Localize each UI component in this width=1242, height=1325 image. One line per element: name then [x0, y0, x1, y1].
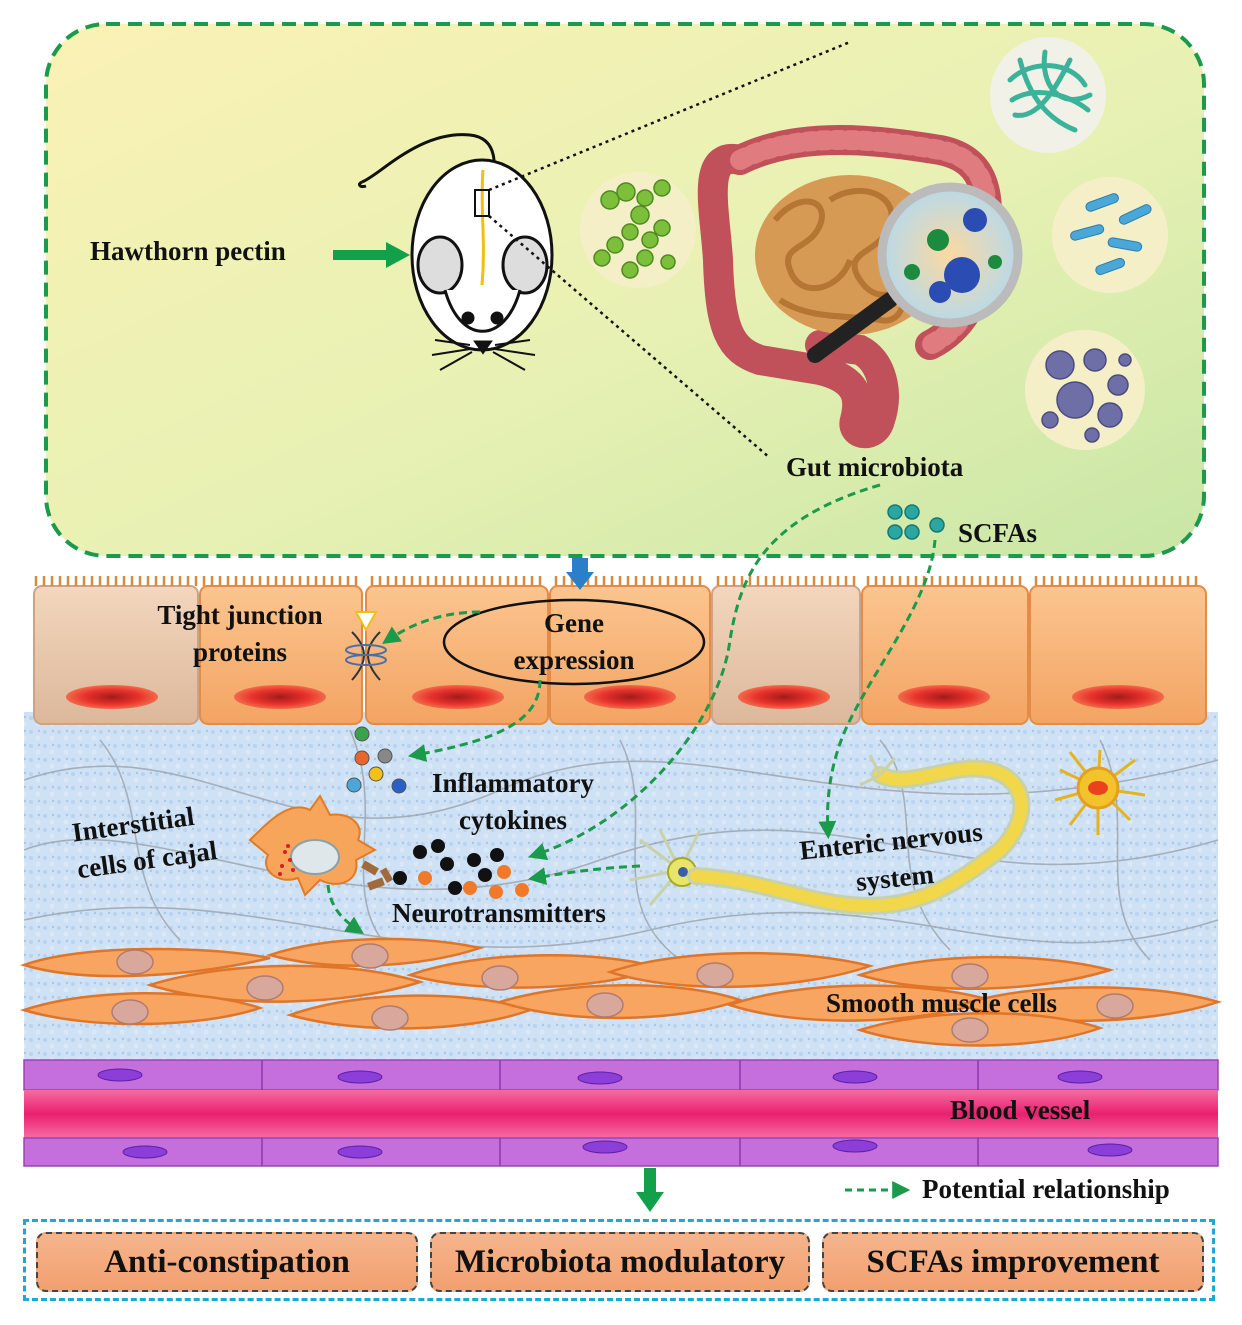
down-arrow — [636, 1168, 664, 1212]
neurotransmitters-label: Neurotransmitters — [392, 898, 606, 928]
scfas-label: SCFAs — [958, 518, 1038, 548]
smooth-muscle-label: Smooth muscle cells — [826, 988, 1057, 1018]
bacteria-circle-2 — [990, 37, 1106, 153]
gene-expression-ellipse — [442, 598, 706, 686]
glial-cell — [1054, 749, 1146, 835]
tight-junction-label: Tight junction proteins — [140, 600, 340, 668]
inflammatory-cytokines-label: Inflammatory cytokines — [418, 768, 608, 836]
hawthorn-pectin-label: Hawthorn pectin — [90, 236, 286, 266]
cytokine-dots — [346, 726, 407, 794]
intestine-illustration — [697, 125, 1023, 449]
inflammatory-line-2: cytokines — [459, 805, 567, 836]
bacteria-circle-3 — [1052, 177, 1168, 293]
outcome-microbiota-modulatory: Microbiota modulatory — [430, 1232, 810, 1292]
pectin-arrow — [333, 242, 410, 268]
relationship-arrows — [326, 483, 937, 934]
smooth-muscle-layer — [19, 937, 1223, 1047]
gene-expression-label: Gene expression — [484, 608, 664, 676]
epithelium — [33, 576, 1207, 725]
tight-junction-symbol — [345, 611, 387, 681]
inflammatory-line-1: Inflammatory — [432, 768, 594, 798]
scfa-dots — [887, 504, 945, 540]
blood-vessel-label: Blood vessel — [950, 1095, 1091, 1125]
outcomes-box — [23, 1219, 1215, 1301]
bacteria-circle-1 — [580, 172, 696, 288]
tight-junction-line-2: proteins — [192, 637, 287, 668]
outcome-scfas-improvement: SCFAs improvement — [822, 1232, 1204, 1292]
blood-vessel — [23, 1059, 1219, 1167]
neurotransmitter-dots — [393, 839, 529, 899]
bacteria-circle-4 — [1025, 330, 1145, 450]
gut-microbiota-label: Gut microbiota — [786, 452, 964, 482]
mouse-illustration — [358, 133, 554, 371]
tight-junction-line-1: Tight junction — [157, 600, 323, 630]
gene-expression-line-1: Gene — [544, 608, 604, 638]
outcome-anti-constipation: Anti-constipation — [36, 1232, 418, 1292]
gene-expression-line-2: expression — [513, 645, 635, 676]
panel-to-cell-arrow — [566, 558, 594, 590]
enteric-neuron — [629, 754, 1031, 915]
legend-label: Potential relationship — [922, 1174, 1170, 1204]
icc-cell — [248, 794, 394, 897]
smooth-muscle-nuclei — [111, 943, 1134, 1043]
